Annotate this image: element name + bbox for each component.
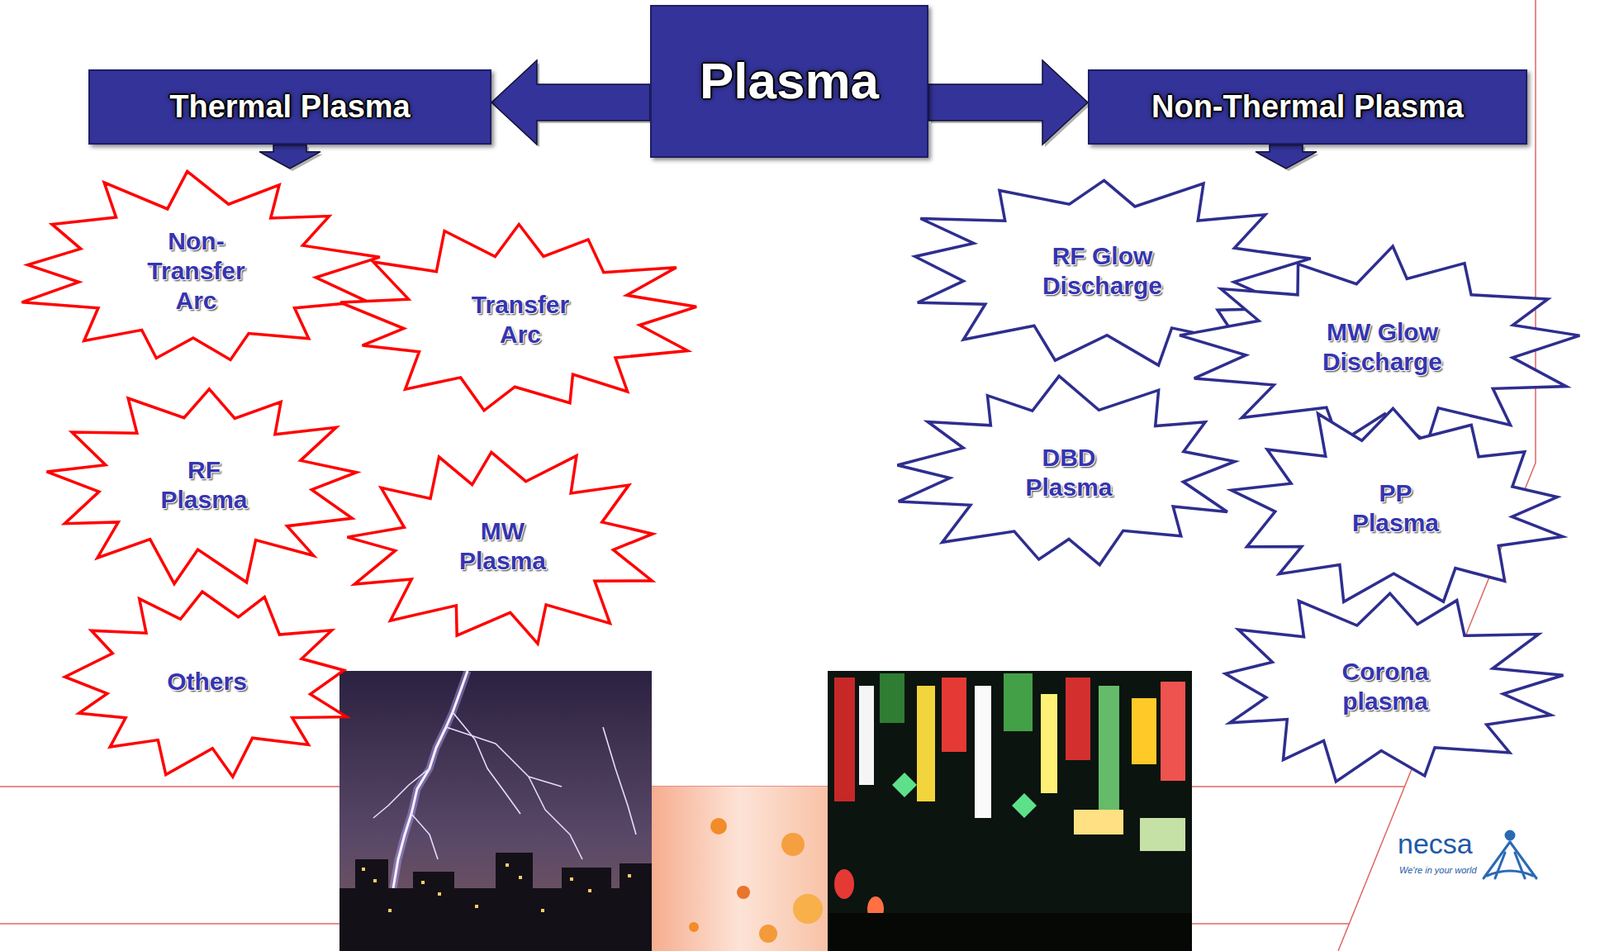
header-box: Plasma bbox=[650, 4, 929, 158]
node-label: Non-Thermal Plasma bbox=[1151, 90, 1464, 125]
node-label: Transfer Arc bbox=[458, 289, 583, 350]
block-arrow bbox=[491, 60, 651, 145]
starburst-node: MW Plasma bbox=[337, 443, 669, 648]
necsa-logo-icon bbox=[1483, 830, 1537, 879]
starburst-node: PP Plasma bbox=[1214, 403, 1577, 613]
starburst-outline bbox=[1214, 403, 1577, 613]
starburst-node: Transfer Arc bbox=[337, 219, 704, 419]
starburst-shape bbox=[21, 170, 380, 360]
starburst-shape bbox=[1231, 408, 1563, 602]
node-label: Thermal Plasma bbox=[169, 90, 410, 125]
starburst-outline bbox=[887, 372, 1250, 572]
starburst-shape bbox=[340, 224, 697, 411]
node-label: Others bbox=[166, 666, 247, 697]
starburst-shape bbox=[1179, 246, 1580, 443]
starburst-node: DBD Plasma bbox=[887, 372, 1250, 572]
starburst-shape bbox=[346, 451, 653, 644]
node-label: Non-Transfer Arc bbox=[134, 226, 259, 316]
block-arrow bbox=[928, 60, 1088, 145]
node-label: RF Plasma bbox=[150, 455, 258, 515]
node-label: RF Glow Discharge bbox=[1036, 241, 1169, 301]
starburst-outline bbox=[40, 382, 368, 587]
node-label: PP Plasma bbox=[1342, 478, 1450, 538]
starburst-outline bbox=[1204, 586, 1567, 786]
block-arrow bbox=[259, 144, 321, 169]
starburst-shape bbox=[47, 389, 357, 584]
starburst-shape bbox=[65, 591, 347, 777]
starburst-outline bbox=[337, 443, 669, 648]
header-box: Non-Thermal Plasma bbox=[1087, 69, 1528, 145]
street-photo bbox=[827, 670, 1192, 951]
peach-band bbox=[651, 786, 828, 951]
block-arrow bbox=[1255, 144, 1317, 169]
starburst-node: Non-Transfer Arc bbox=[9, 168, 383, 373]
lightning-photo bbox=[339, 670, 652, 951]
starburst-shape bbox=[1224, 593, 1563, 782]
node-label: Corona plasma bbox=[1327, 656, 1444, 717]
header-box: Thermal Plasma bbox=[88, 69, 492, 145]
node-label: MW Glow Discharge bbox=[1316, 317, 1449, 377]
logo-tagline: We're in your world bbox=[1399, 864, 1477, 875]
logo-text: necsa bbox=[1397, 827, 1473, 860]
starburst-node: Others bbox=[51, 581, 363, 781]
node-label: MW Plasma bbox=[445, 516, 561, 576]
starburst-shape bbox=[897, 375, 1235, 565]
starburst-node: Corona plasma bbox=[1204, 586, 1567, 786]
node-label: DBD Plasma bbox=[1015, 442, 1123, 503]
starburst-outline bbox=[337, 219, 704, 419]
starburst-node: RF Plasma bbox=[40, 382, 368, 587]
node-label: Plasma bbox=[699, 52, 879, 110]
